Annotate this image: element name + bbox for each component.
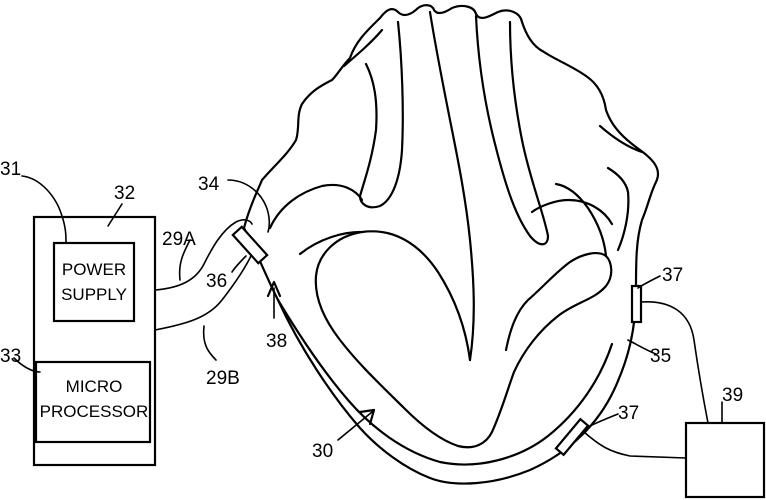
left-ventricle-wall bbox=[600, 126, 642, 250]
power-supply-box bbox=[54, 243, 134, 321]
pulmonary-trunk bbox=[430, 12, 548, 360]
ref-29a: 29A bbox=[162, 229, 196, 250]
right-atrium-wall bbox=[270, 185, 362, 254]
wire-sensor-lower-to-39 bbox=[584, 432, 686, 458]
ref-33: 33 bbox=[0, 346, 21, 367]
sensor-37-upper bbox=[632, 286, 641, 322]
device-39-box bbox=[686, 423, 764, 497]
ref-35: 35 bbox=[650, 346, 671, 367]
leader-34 bbox=[228, 180, 269, 232]
ref-36: 36 bbox=[206, 271, 227, 292]
leader-37-lower bbox=[590, 414, 618, 426]
microprocessor-label-1: MICRO bbox=[66, 377, 123, 396]
ref-29b: 29B bbox=[206, 368, 240, 389]
ventricular-septum bbox=[316, 231, 611, 447]
heart-outer-wall bbox=[244, 5, 658, 483]
power-supply-label-1: POWER bbox=[62, 260, 126, 279]
ref-30: 30 bbox=[312, 441, 333, 462]
ref-37-upper: 37 bbox=[662, 265, 683, 286]
ref-32: 32 bbox=[114, 183, 135, 204]
leader-29b bbox=[204, 326, 216, 360]
ref-31: 31 bbox=[0, 159, 21, 180]
power-supply-label-2: SUPPLY bbox=[61, 285, 127, 304]
microprocessor-label-2: PROCESSOR bbox=[40, 402, 149, 421]
ref-38: 38 bbox=[266, 331, 287, 352]
ref-37-lower: 37 bbox=[618, 403, 639, 424]
ref-39: 39 bbox=[722, 385, 743, 406]
leader-37-upper bbox=[638, 276, 660, 288]
ref-34: 34 bbox=[198, 174, 220, 195]
